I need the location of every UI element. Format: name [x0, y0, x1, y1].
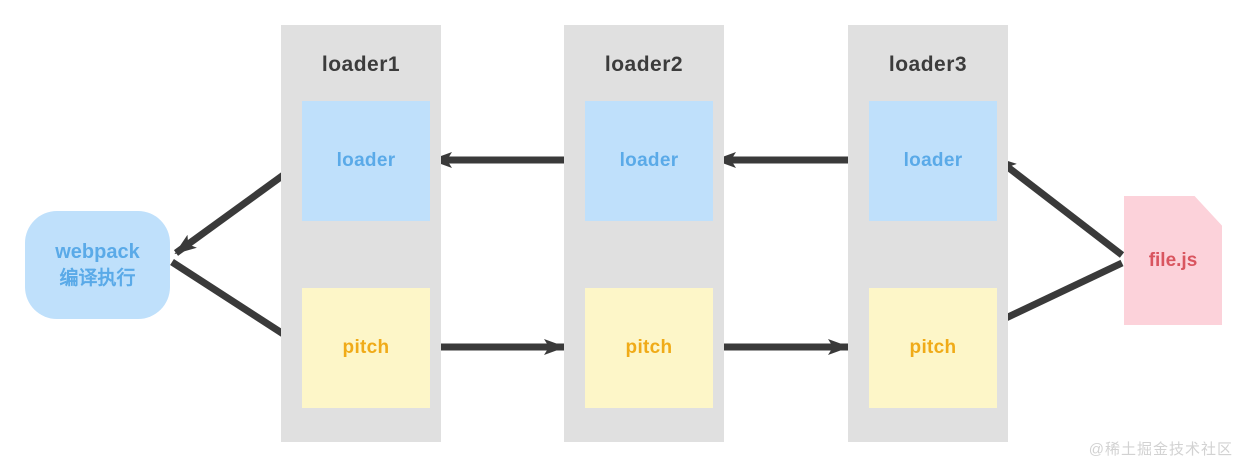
webpack-node-label-zh: 编译执行: [59, 267, 136, 289]
arrow-loader1-to-webpack: [173, 160, 303, 256]
webpack-node: webpack 编译执行: [25, 211, 170, 319]
loader-column-3: loader3 loader pitch: [848, 25, 1008, 442]
loader-column-1-title: loader1: [321, 53, 401, 76]
watermark-text: @稀土掘金技术社区: [1088, 441, 1233, 458]
pitch-box-2: pitch: [585, 288, 713, 408]
pitch-box-1: pitch: [302, 288, 430, 408]
loader-box-1: loader: [302, 101, 430, 221]
loader-column-1: loader1 loader pitch: [281, 25, 441, 442]
pitch-box-3: pitch: [869, 288, 997, 408]
loader-box-2: loader: [585, 101, 713, 221]
loader-column-3-title: loader3: [888, 53, 968, 76]
webpack-node-label-en: webpack: [55, 241, 140, 264]
arrow-filejs-to-loader3: [993, 155, 1125, 258]
loader-box-3: loader: [869, 101, 997, 221]
loader-column-2: loader2 loader pitch: [564, 25, 724, 442]
file-js-node: file.js: [1124, 196, 1222, 325]
loader-column-2-title: loader2: [604, 53, 684, 76]
